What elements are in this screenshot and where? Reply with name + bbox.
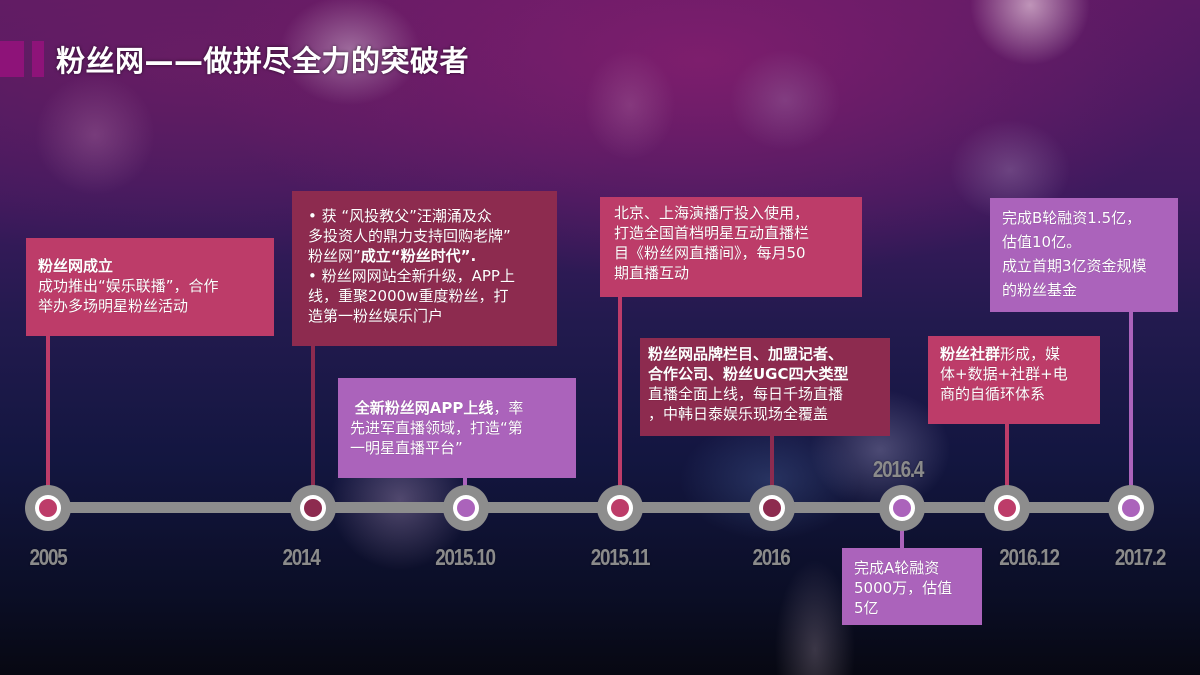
year-label: 2016 xyxy=(752,544,790,570)
event-highlight: 成立“粉丝时代”. xyxy=(360,247,477,265)
event-text: 多投资人的鼎力支持回购老牌” xyxy=(308,227,511,245)
node-2016-12[interactable] xyxy=(984,485,1030,531)
timeline-axis xyxy=(40,502,1140,513)
title-bar: 粉丝网——做拼尽全力的突破者 xyxy=(0,40,469,78)
stem-2014 xyxy=(311,346,315,506)
event-text: • 获 “风投教父”汪潮涌及众 xyxy=(308,207,492,225)
event-text: 估值10亿。 xyxy=(1002,233,1082,251)
node-2016-4[interactable] xyxy=(879,485,925,531)
event-text: 商的自循环体系 xyxy=(940,385,1046,403)
event-text: 目《粉丝网直播间》，每月50 xyxy=(614,244,806,262)
event-text: ，率 xyxy=(493,399,524,417)
year-label: 2015.10 xyxy=(435,544,496,570)
event-text: 先进军直播领域，打造“第 xyxy=(350,419,523,437)
event-text: 举办多场明星粉丝活动 xyxy=(38,297,189,315)
stem-2016-12 xyxy=(1005,424,1009,506)
event-heading: 合作公司、粉丝UGC四大类型 xyxy=(648,365,849,383)
event-text: 成功推出“娱乐联播”，合作 xyxy=(38,277,219,295)
event-box-2005: 粉丝网成立 成功推出“娱乐联播”，合作 举办多场明星粉丝活动 xyxy=(26,238,274,336)
year-label: 2014 xyxy=(282,544,320,570)
event-text: 完成B轮融资1.5亿， xyxy=(1002,209,1142,227)
node-2016[interactable] xyxy=(749,485,795,531)
event-text: 期直播互动 xyxy=(614,264,690,282)
event-text-row: 粉丝网”成立“粉丝时代”. xyxy=(308,246,545,266)
event-text: 形成，媒 xyxy=(1000,345,1061,363)
event-text: • 粉丝网网站全新升级，APP上 xyxy=(308,267,515,285)
event-box-2016-4: 完成A轮融资 5000万，估值 5亿 xyxy=(842,548,982,625)
event-text: 成立首期3亿资金规模 xyxy=(1002,257,1147,275)
event-text: 5亿 xyxy=(854,599,879,617)
node-2014[interactable] xyxy=(290,485,336,531)
node-2017-2[interactable] xyxy=(1108,485,1154,531)
event-heading: 粉丝网品牌栏目、加盟记者、 xyxy=(648,345,844,363)
event-box-2014: • 获 “风投教父”汪潮涌及众 多投资人的鼎力支持回购老牌” 粉丝网”成立“粉丝… xyxy=(292,191,557,346)
year-label: 2016.4 xyxy=(872,456,925,482)
event-text: 体+数据+社群+电 xyxy=(940,365,1068,383)
event-text: 北京、上海演播厅投入使用， xyxy=(614,204,810,222)
stem-2005 xyxy=(46,336,50,506)
year-label: 2015.11 xyxy=(590,544,651,570)
event-text: 完成A轮融资 xyxy=(854,559,940,577)
event-heading: 全新粉丝网APP上线 xyxy=(354,399,494,417)
year-label: 2016.12 xyxy=(999,544,1060,570)
event-text: ，中韩日泰娱乐现场全覆盖 xyxy=(648,405,829,423)
event-text: 线，重聚2000w重度粉丝，打 xyxy=(308,287,509,305)
event-text: 造第一粉丝娱乐门户 xyxy=(308,307,444,325)
event-text: 5000万，估值 xyxy=(854,579,953,597)
event-text: 打造全国首档明星互动直播栏 xyxy=(614,224,810,242)
event-text-row: 粉丝社群形成，媒 xyxy=(940,344,1088,364)
event-box-2016-12: 粉丝社群形成，媒 体+数据+社群+电 商的自循环体系 xyxy=(928,336,1100,424)
event-box-2015-10: 全新粉丝网APP上线，率 先进军直播领域，打造“第 一明星直播平台” xyxy=(338,378,576,478)
year-label: 2005 xyxy=(29,544,67,570)
stem-2015-11 xyxy=(618,297,622,507)
event-box-2017-2: 完成B轮融资1.5亿， 估值10亿。 成立首期3亿资金规模 的粉丝基金 xyxy=(990,198,1178,312)
node-2005[interactable] xyxy=(25,485,71,531)
stem-2016 xyxy=(770,436,774,506)
event-text: 的粉丝基金 xyxy=(1002,281,1078,299)
event-text: 粉丝网” xyxy=(308,247,361,265)
node-2015-11[interactable] xyxy=(597,485,643,531)
event-text: 直播全面上线，每日千场直播 xyxy=(648,385,844,403)
title-accent-block xyxy=(0,41,24,77)
event-box-2015-11: 北京、上海演播厅投入使用， 打造全国首档明星互动直播栏 目《粉丝网直播间》，每月… xyxy=(600,197,862,297)
event-box-2016: 粉丝网品牌栏目、加盟记者、 合作公司、粉丝UGC四大类型 直播全面上线，每日千场… xyxy=(640,338,890,436)
page-title: 粉丝网——做拼尽全力的突破者 xyxy=(56,44,470,78)
year-label: 2017.2 xyxy=(1114,544,1167,570)
event-text: 一明星直播平台” xyxy=(350,439,463,457)
event-text-row: 全新粉丝网APP上线，率 xyxy=(350,398,564,418)
event-heading: 粉丝社群 xyxy=(940,345,1001,363)
title-accent-bar xyxy=(32,41,44,77)
node-2015-10[interactable] xyxy=(443,485,489,531)
event-heading: 粉丝网成立 xyxy=(38,257,114,275)
stem-2017-2 xyxy=(1129,312,1133,506)
